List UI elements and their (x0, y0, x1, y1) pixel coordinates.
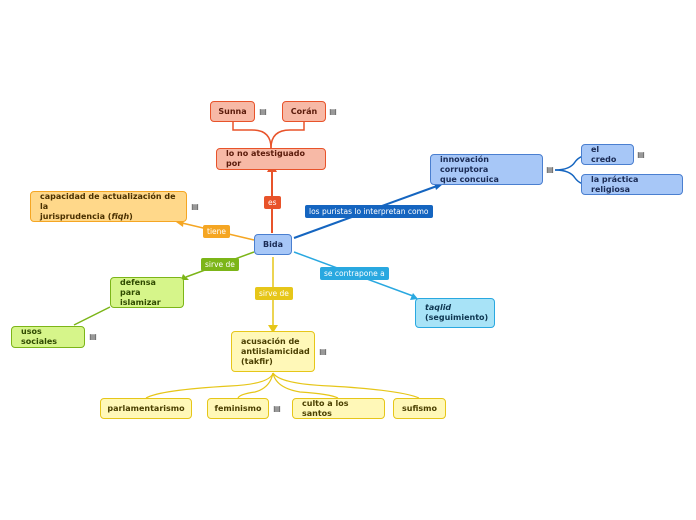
collapse-icon[interactable]: ▤ (546, 165, 554, 174)
node-sunna[interactable]: Sunna (210, 101, 255, 122)
node-parlamentarismo-label: parlamentarismo (107, 403, 185, 413)
node-sunna-label: Sunna (218, 106, 247, 116)
center-node-label: Bida (263, 239, 283, 249)
node-capacidad-close: ) (129, 211, 133, 221)
link-label-tiene: tiene (203, 225, 231, 238)
node-innovacion-label: innovación corruptora que concuica (440, 154, 499, 184)
node-lo-no-atestiguado[interactable]: lo no atestiguado por (216, 148, 326, 170)
node-practica-label: la práctica religiosa (591, 174, 639, 194)
node-culto-label: culto a los santos (302, 398, 349, 418)
node-capacidad-fiqh: fiqh (111, 211, 130, 221)
collapse-icon[interactable]: ▤ (273, 404, 281, 413)
connector-coran (270, 122, 305, 149)
node-parlamentarismo[interactable]: parlamentarismo (100, 398, 192, 419)
node-defensa[interactable]: defensa para islamizar (110, 277, 184, 308)
node-innovacion[interactable]: innovación corruptora que concuica (430, 154, 543, 185)
connector-sunna (232, 122, 272, 149)
collapse-icon[interactable]: ▤ (259, 107, 267, 116)
node-el-credo-label: el credo (591, 144, 617, 164)
node-capacidad-line2: jurisprudencia ( (40, 211, 112, 221)
collapse-icon[interactable]: ▤ (329, 107, 337, 116)
node-seguimiento-label: (seguimiento) (425, 313, 489, 322)
collapse-icon[interactable]: ▤ (89, 332, 97, 341)
link-label-es: es (264, 196, 281, 209)
collapse-icon[interactable]: ▤ (191, 202, 199, 211)
link-label-contrapone: se contrapone a (320, 267, 389, 280)
collapse-icon[interactable]: ▤ (319, 347, 327, 356)
center-node-bida[interactable]: Bida (254, 234, 292, 255)
connector-culto (272, 372, 339, 399)
link-label-puristas: los puristas lo interpretan como (305, 205, 433, 218)
node-usos-sociales-label: usos sociales (21, 327, 58, 346)
connector-sufismo (272, 372, 420, 399)
node-sufismo[interactable]: sufismo (393, 398, 446, 419)
node-feminismo[interactable]: feminismo (207, 398, 269, 419)
connector-parlamentarismo (145, 372, 274, 399)
node-coran[interactable]: Corán (282, 101, 326, 122)
connector-usos (73, 306, 111, 326)
link-label-sirve-de-1: sirve de (201, 258, 239, 271)
node-sufismo-label: sufismo (402, 403, 437, 413)
node-lo-no-atestiguado-label: lo no atestiguado por (226, 149, 306, 168)
node-culto[interactable]: culto a los santos (292, 398, 385, 419)
connector-feminismo (237, 372, 274, 399)
node-acusacion-label: acusación de antiislamicidad (takfir) (241, 336, 310, 366)
node-feminismo-label: feminismo (214, 403, 262, 413)
link-label-sirve-de-2: sirve de (255, 287, 293, 300)
node-practica[interactable]: la práctica religiosa (581, 174, 683, 195)
node-defensa-label: defensa para islamizar (120, 277, 161, 307)
node-el-credo[interactable]: el credo (581, 144, 634, 165)
node-coran-label: Corán (290, 106, 318, 116)
node-usos-sociales[interactable]: usos sociales (11, 326, 85, 348)
arrowhead-sirve-de-2 (268, 325, 278, 333)
node-capacidad-line1: capacidad de actualización de la (40, 191, 176, 211)
node-taqlid-label: taqlid (425, 303, 452, 312)
node-taqlid[interactable]: taqlid (seguimiento) (415, 298, 495, 328)
node-acusacion[interactable]: acusación de antiislamicidad (takfir) (231, 331, 315, 372)
collapse-icon[interactable]: ▤ (637, 150, 645, 159)
